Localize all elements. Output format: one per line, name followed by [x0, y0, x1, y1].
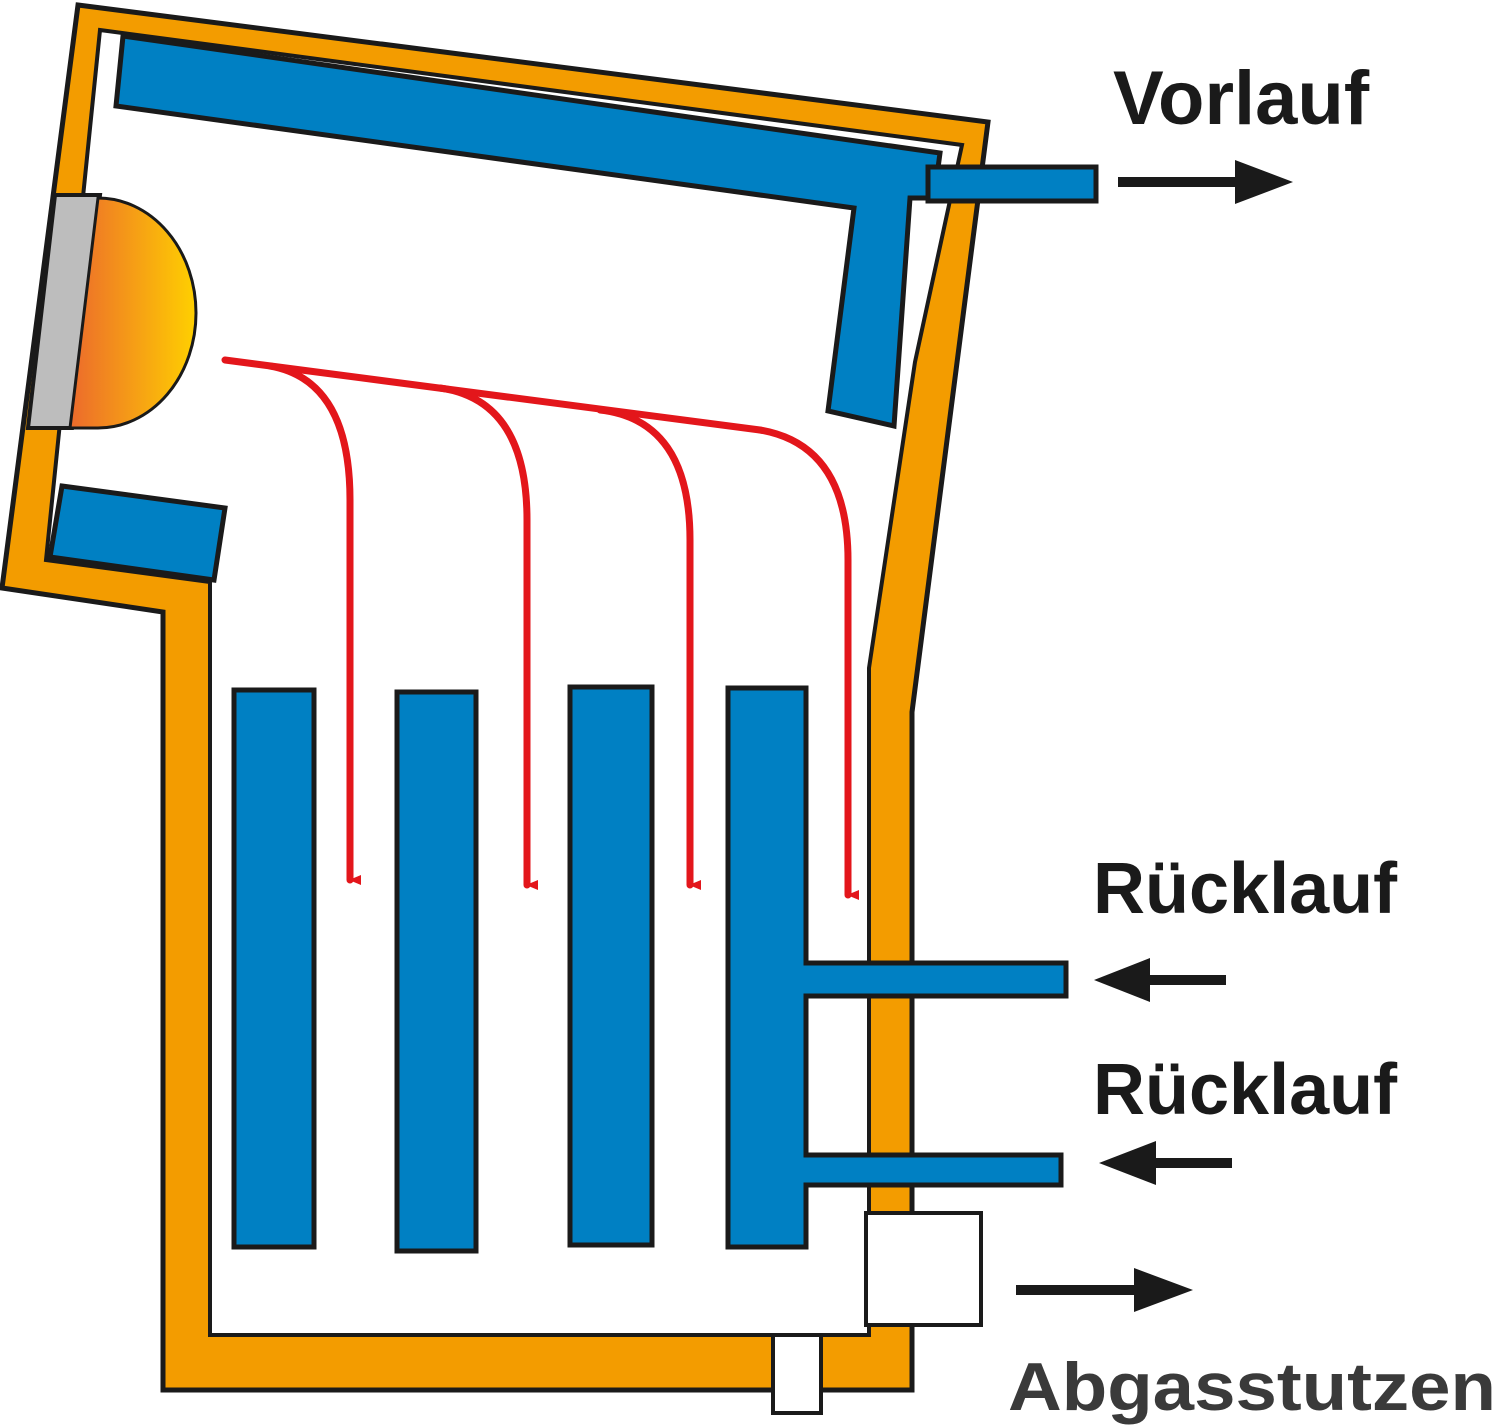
flue-gas-main-line [221, 356, 764, 434]
flue-gas-arrow [266, 362, 361, 885]
drain-stub [771, 1333, 823, 1415]
return-manifold [725, 685, 1069, 1250]
flue-gas-outlet [864, 1211, 983, 1327]
flue-gas-flow [221, 356, 859, 900]
lower-left-water-jacket [47, 483, 228, 583]
ruecklauf-1-arrow-icon [1094, 958, 1226, 1002]
abgas-arrow-icon [1016, 1268, 1193, 1312]
label-ruecklauf-top: Rücklauf [1093, 849, 1398, 929]
flue-gas-arrow [436, 384, 538, 890]
flue-gas-arrow [756, 426, 859, 900]
label-vorlauf: Vorlauf [1113, 56, 1370, 141]
label-abgasstutzen: Abgasstutzen [1008, 1349, 1496, 1425]
vorlauf-pipe [925, 164, 1099, 204]
vorlauf-arrow-icon [1118, 160, 1293, 204]
heat-exchanger-plate [231, 687, 317, 1250]
burner-flame-icon [68, 196, 198, 430]
label-ruecklauf-bottom: Rücklauf [1093, 1050, 1398, 1130]
heat-exchanger-plate [567, 684, 655, 1248]
heat-exchanger-plate [394, 689, 479, 1254]
flue-gas-arrow [596, 406, 701, 890]
ruecklauf-2-arrow-icon [1099, 1141, 1232, 1185]
